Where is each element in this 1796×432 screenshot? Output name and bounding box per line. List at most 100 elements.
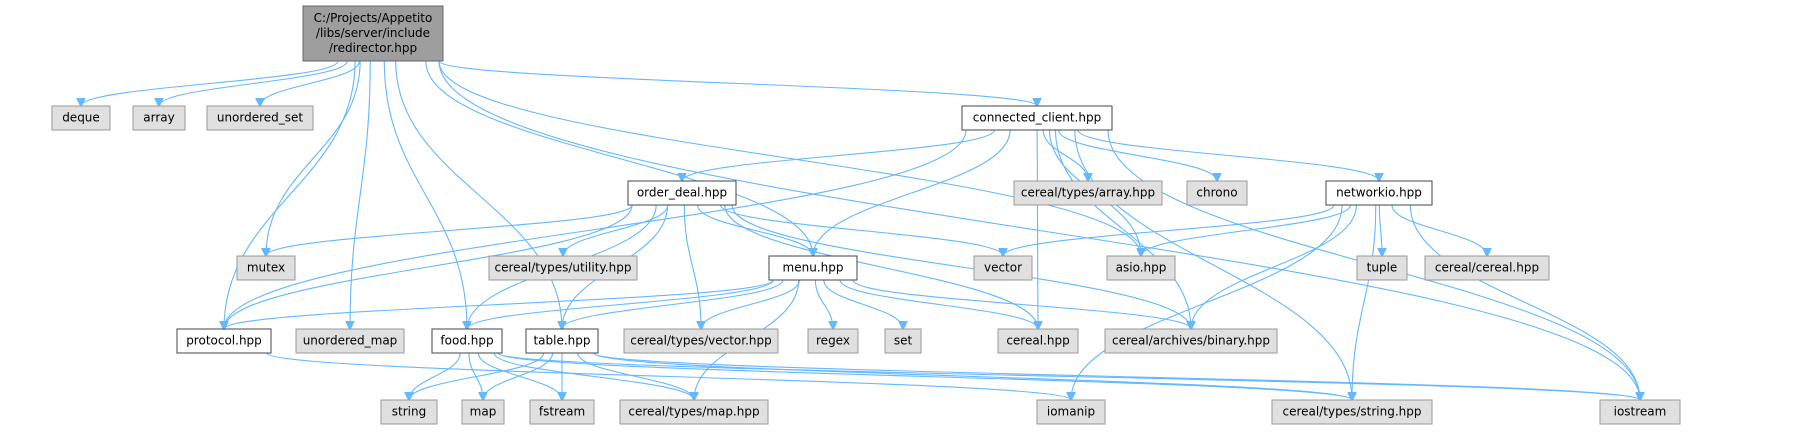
edge-table-to-iostream [593, 352, 1640, 400]
node-iostream-box [1599, 399, 1681, 425]
node-unordered_set-box [206, 105, 314, 131]
node-menu-label: menu.hpp [783, 261, 844, 275]
node-cereal_archives_binary: cereal/archives/binary.hpp [1104, 328, 1278, 354]
edge-redirector-to-asio [438, 60, 1141, 256]
node-connected_client-box [961, 105, 1113, 131]
edge-connected_client-to-cereal_types_string [1074, 129, 1352, 400]
edge-networkio-to-cereal_archives_binary [1191, 204, 1357, 329]
node-order_deal[interactable]: order_deal.hpp [627, 180, 737, 206]
edge-menu-to-cereal_archives_binary [852, 279, 1191, 329]
edge-connected_client-to-cereal_archives_binary [1054, 129, 1191, 329]
edge-menu-to-cereal_hpp [839, 279, 1038, 329]
node-regex: regex [807, 328, 859, 354]
node-cereal_types_string: cereal/types/string.hpp [1271, 399, 1433, 425]
node-cereal_types_vector: cereal/types/vector.hpp [623, 328, 779, 354]
node-menu[interactable]: menu.hpp [768, 255, 858, 281]
node-cereal_types_array: cereal/types/array.hpp [1013, 180, 1163, 206]
node-iomanip-box [1036, 399, 1106, 425]
node-set-label: set [894, 334, 913, 348]
node-order_deal-box [627, 180, 737, 206]
edge-menu-to-regex [814, 279, 833, 329]
node-fstream: fstream [529, 399, 595, 425]
node-connected_client-label: connected_client.hpp [973, 111, 1101, 125]
edge-redirector-to-table [395, 60, 562, 329]
node-cereal_types_vector-label: cereal/types/vector.hpp [630, 334, 771, 348]
node-chrono: chrono [1186, 180, 1248, 206]
node-food-box [431, 328, 503, 354]
node-networkio[interactable]: networkio.hpp [1325, 180, 1433, 206]
node-deque: deque [51, 105, 111, 131]
node-redirector-label: C:/Projects/Appetito [314, 11, 433, 25]
edge-networkio-to-cereal_cereal [1391, 204, 1487, 256]
node-array-box [132, 105, 186, 131]
edge-menu-to-protocol [224, 279, 774, 329]
edge-food-to-string [409, 352, 461, 400]
node-unordered_set-label: unordered_set [217, 111, 304, 125]
node-table-box [525, 328, 599, 354]
edge-redirector-to-unordered_map [350, 60, 371, 329]
node-cereal_types_string-label: cereal/types/string.hpp [1283, 405, 1422, 419]
edge-connected_client-to-chrono [1058, 129, 1217, 181]
edge-order_deal-to-protocol [224, 204, 633, 329]
node-cereal_types_vector-box [623, 328, 779, 354]
node-mutex-box [236, 255, 296, 281]
edge-redirector-to-iostream [438, 60, 1640, 400]
edge-connected_client-to-protocol [224, 129, 967, 329]
node-array-label: array [143, 111, 174, 125]
node-array: array [132, 105, 186, 131]
node-unordered_map-box [295, 328, 405, 354]
edge-table-to-string [409, 352, 545, 400]
edge-networkio-to-iostream [1409, 204, 1640, 400]
edge-redirector-to-menu [425, 60, 813, 256]
node-food-label: food.hpp [440, 334, 493, 348]
edge-order_deal-to-cereal_archives_binary [731, 204, 1191, 329]
edge-connected_client-to-cereal_types_array [1042, 129, 1088, 181]
edge-connected_client-to-menu [813, 129, 1011, 256]
edge-networkio-to-tuple [1379, 204, 1382, 256]
node-networkio-label: networkio.hpp [1336, 186, 1422, 200]
node-cereal_cereal-box [1424, 255, 1550, 281]
node-connected_client[interactable]: connected_client.hpp [961, 105, 1113, 131]
node-networkio-box [1325, 180, 1433, 206]
edge-menu-to-table [562, 279, 784, 329]
edge-networkio-to-vector [1003, 204, 1335, 256]
node-unordered_map-label: unordered_map [303, 334, 398, 348]
node-string-label: string [392, 405, 426, 419]
node-redirector-label: /redirector.hpp [329, 41, 417, 55]
node-iomanip: iomanip [1036, 399, 1106, 425]
edge-order_deal-to-cereal_types_utility [563, 204, 669, 256]
node-cereal_hpp-label: cereal.hpp [1006, 334, 1069, 348]
edge-redirector-to-food [383, 60, 467, 329]
edge-order_deal-to-cereal_types_vector [683, 204, 701, 329]
node-regex-box [807, 328, 859, 354]
node-cereal_types_map-box [619, 399, 769, 425]
node-protocol[interactable]: protocol.hpp [176, 328, 272, 354]
edge-redirector-to-array [159, 60, 348, 106]
node-cereal_types_map-label: cereal/types/map.hpp [628, 405, 759, 419]
node-cereal_archives_binary-box [1104, 328, 1278, 354]
node-cereal_types_utility: cereal/types/utility.hpp [488, 255, 638, 281]
node-fstream-label: fstream [539, 405, 585, 419]
node-menu-box [768, 255, 858, 281]
node-string: string [380, 399, 438, 425]
node-table-label: table.hpp [533, 334, 590, 348]
edge-food-to-cereal_types_map [493, 352, 694, 400]
node-protocol-label: protocol.hpp [186, 334, 262, 348]
edge-redirector-to-connected_client [438, 60, 1037, 106]
node-map: map [461, 399, 505, 425]
node-regex-label: regex [816, 334, 850, 348]
edge-order_deal-to-cereal_hpp [724, 204, 1038, 329]
edge-menu-to-food [467, 279, 774, 329]
node-food[interactable]: food.hpp [431, 328, 503, 354]
edge-table-to-map [483, 352, 554, 400]
node-tuple: tuple [1356, 255, 1408, 281]
node-table[interactable]: table.hpp [525, 328, 599, 354]
node-chrono-box [1186, 180, 1248, 206]
edge-redirector-to-mutex [266, 60, 361, 256]
node-redirector[interactable]: C:/Projects/Appetito/libs/server/include… [302, 5, 444, 62]
node-cereal_cereal-label: cereal/cereal.hpp [1435, 261, 1539, 275]
node-fstream-box [529, 399, 595, 425]
node-cereal_types_array-box [1013, 180, 1163, 206]
node-deque-label: deque [62, 111, 100, 125]
